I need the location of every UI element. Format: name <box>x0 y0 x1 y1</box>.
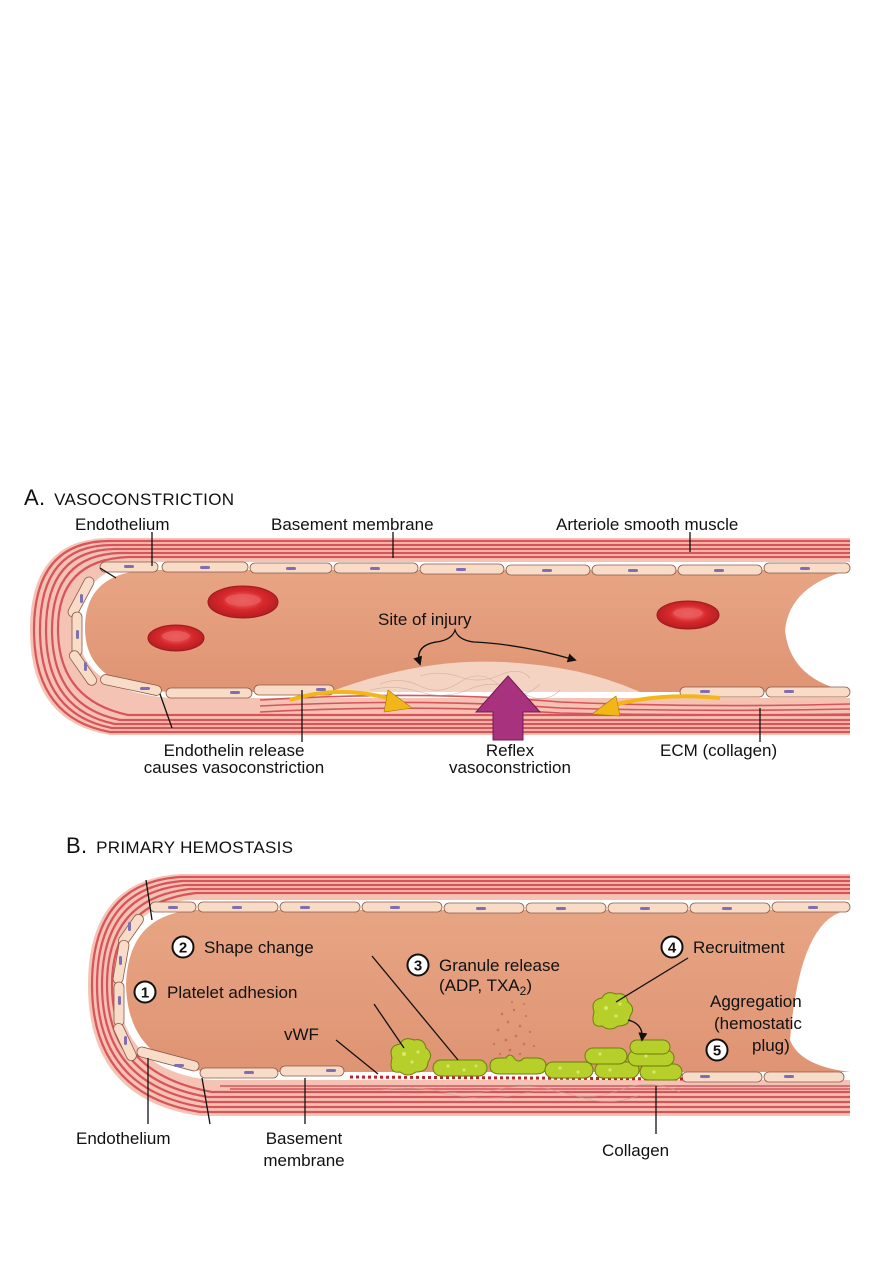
step-1-marker: 1 <box>133 980 157 1004</box>
step-5-label-2: (hemostatic <box>714 1014 802 1033</box>
step-5-label: Aggregation <box>710 992 802 1011</box>
vwf-collagen-dotted-line <box>349 1075 685 1081</box>
label-endothelium-b: Endothelium <box>76 1129 171 1148</box>
red-blood-cells-a <box>147 585 720 652</box>
label-collagen: Collagen <box>602 1141 669 1160</box>
svg-text:5: 5 <box>713 1043 721 1060</box>
ecm-arrow-head <box>591 695 621 717</box>
muscle-lower-b <box>220 1085 850 1090</box>
step-3-label: Granule release <box>439 956 560 975</box>
label-vwf: vWF <box>284 1025 319 1044</box>
label-reflex-line1: Reflex <box>486 741 535 760</box>
endothelin-arrow <box>289 690 396 702</box>
endothelium-left-nuclei-b <box>118 922 184 1067</box>
svg-text:3: 3 <box>414 958 422 975</box>
platelet-highlights <box>402 1002 656 1074</box>
panel-a-vasoconstriction: A. VASOCONSTRICTION <box>24 485 851 777</box>
endothelium-bottom-b <box>199 1065 845 1083</box>
label-endothelin-line1: Endothelin release <box>164 741 305 760</box>
platelet-granule-release <box>489 1054 547 1075</box>
label-basement-line2: membrane <box>263 1151 344 1170</box>
reflex-arrow <box>474 675 542 741</box>
vessel-opening-a <box>795 582 850 680</box>
step-4-label: Recruitment <box>693 938 785 957</box>
platelet-aggregate-6 <box>629 1039 671 1055</box>
platelet-aggregate-1 <box>544 1061 594 1079</box>
svg-text:4: 4 <box>668 940 677 957</box>
endothelium-bottom-a <box>165 684 851 699</box>
smooth-muscle-lines-a <box>32 539 850 734</box>
step-3-marker: 3 <box>406 953 430 977</box>
step-2-marker: 2 <box>171 935 195 959</box>
injury-brace-left <box>413 641 437 666</box>
leader-lines-b <box>145 879 689 1134</box>
platelet-aggregate-4 <box>584 1047 628 1065</box>
granule-release-particles <box>492 1000 536 1056</box>
endothelium-top-a <box>99 561 851 576</box>
leader-lines-a <box>99 532 761 742</box>
label-ecm-collagen: ECM (collagen) <box>660 741 777 760</box>
reflex-muscle-lines <box>259 694 851 716</box>
platelets <box>390 992 683 1081</box>
step-5-label-3: plug) <box>752 1036 790 1055</box>
endothelium-left-nuclei-a <box>76 594 150 690</box>
collagen-fibers-b <box>379 1084 681 1102</box>
svg-text:1: 1 <box>141 985 149 1002</box>
label-endothelin-line2: causes vasoconstriction <box>144 758 324 777</box>
step-1-label: Platelet adhesion <box>167 983 297 1002</box>
label-arteriole-smooth-muscle: Arteriole smooth muscle <box>556 515 738 534</box>
endothelin-arrow-head <box>383 689 413 713</box>
step-3-label-2: (ADP, TXA2) <box>439 976 532 998</box>
svg-text:2: 2 <box>179 940 187 957</box>
platelet-shape-change <box>432 1059 488 1077</box>
label-basement-membrane-a: Basement membrane <box>271 515 434 534</box>
endothelium-top-b <box>149 901 851 914</box>
ecm-arrow <box>609 694 721 708</box>
step-4-marker: 4 <box>660 935 684 959</box>
recruitment-arrow <box>627 1019 648 1042</box>
panel-b-primary-hemostasis: B. PRIMARY HEMOSTASIS <box>66 833 851 1170</box>
label-site-of-injury: Site of injury <box>378 610 472 629</box>
label-endothelium-a: Endothelium <box>75 515 170 534</box>
vessel-opening-b <box>800 922 850 1062</box>
platelet-recruited <box>592 992 634 1030</box>
panel-a-title: A. VASOCONSTRICTION <box>24 485 234 510</box>
step-5-marker: 5 <box>705 1038 729 1062</box>
label-basement-line1: Basement <box>266 1129 343 1148</box>
panel-b-title: B. PRIMARY HEMOSTASIS <box>66 833 293 858</box>
label-reflex-line2: vasoconstriction <box>449 758 571 777</box>
step-2-label: Shape change <box>204 938 314 957</box>
